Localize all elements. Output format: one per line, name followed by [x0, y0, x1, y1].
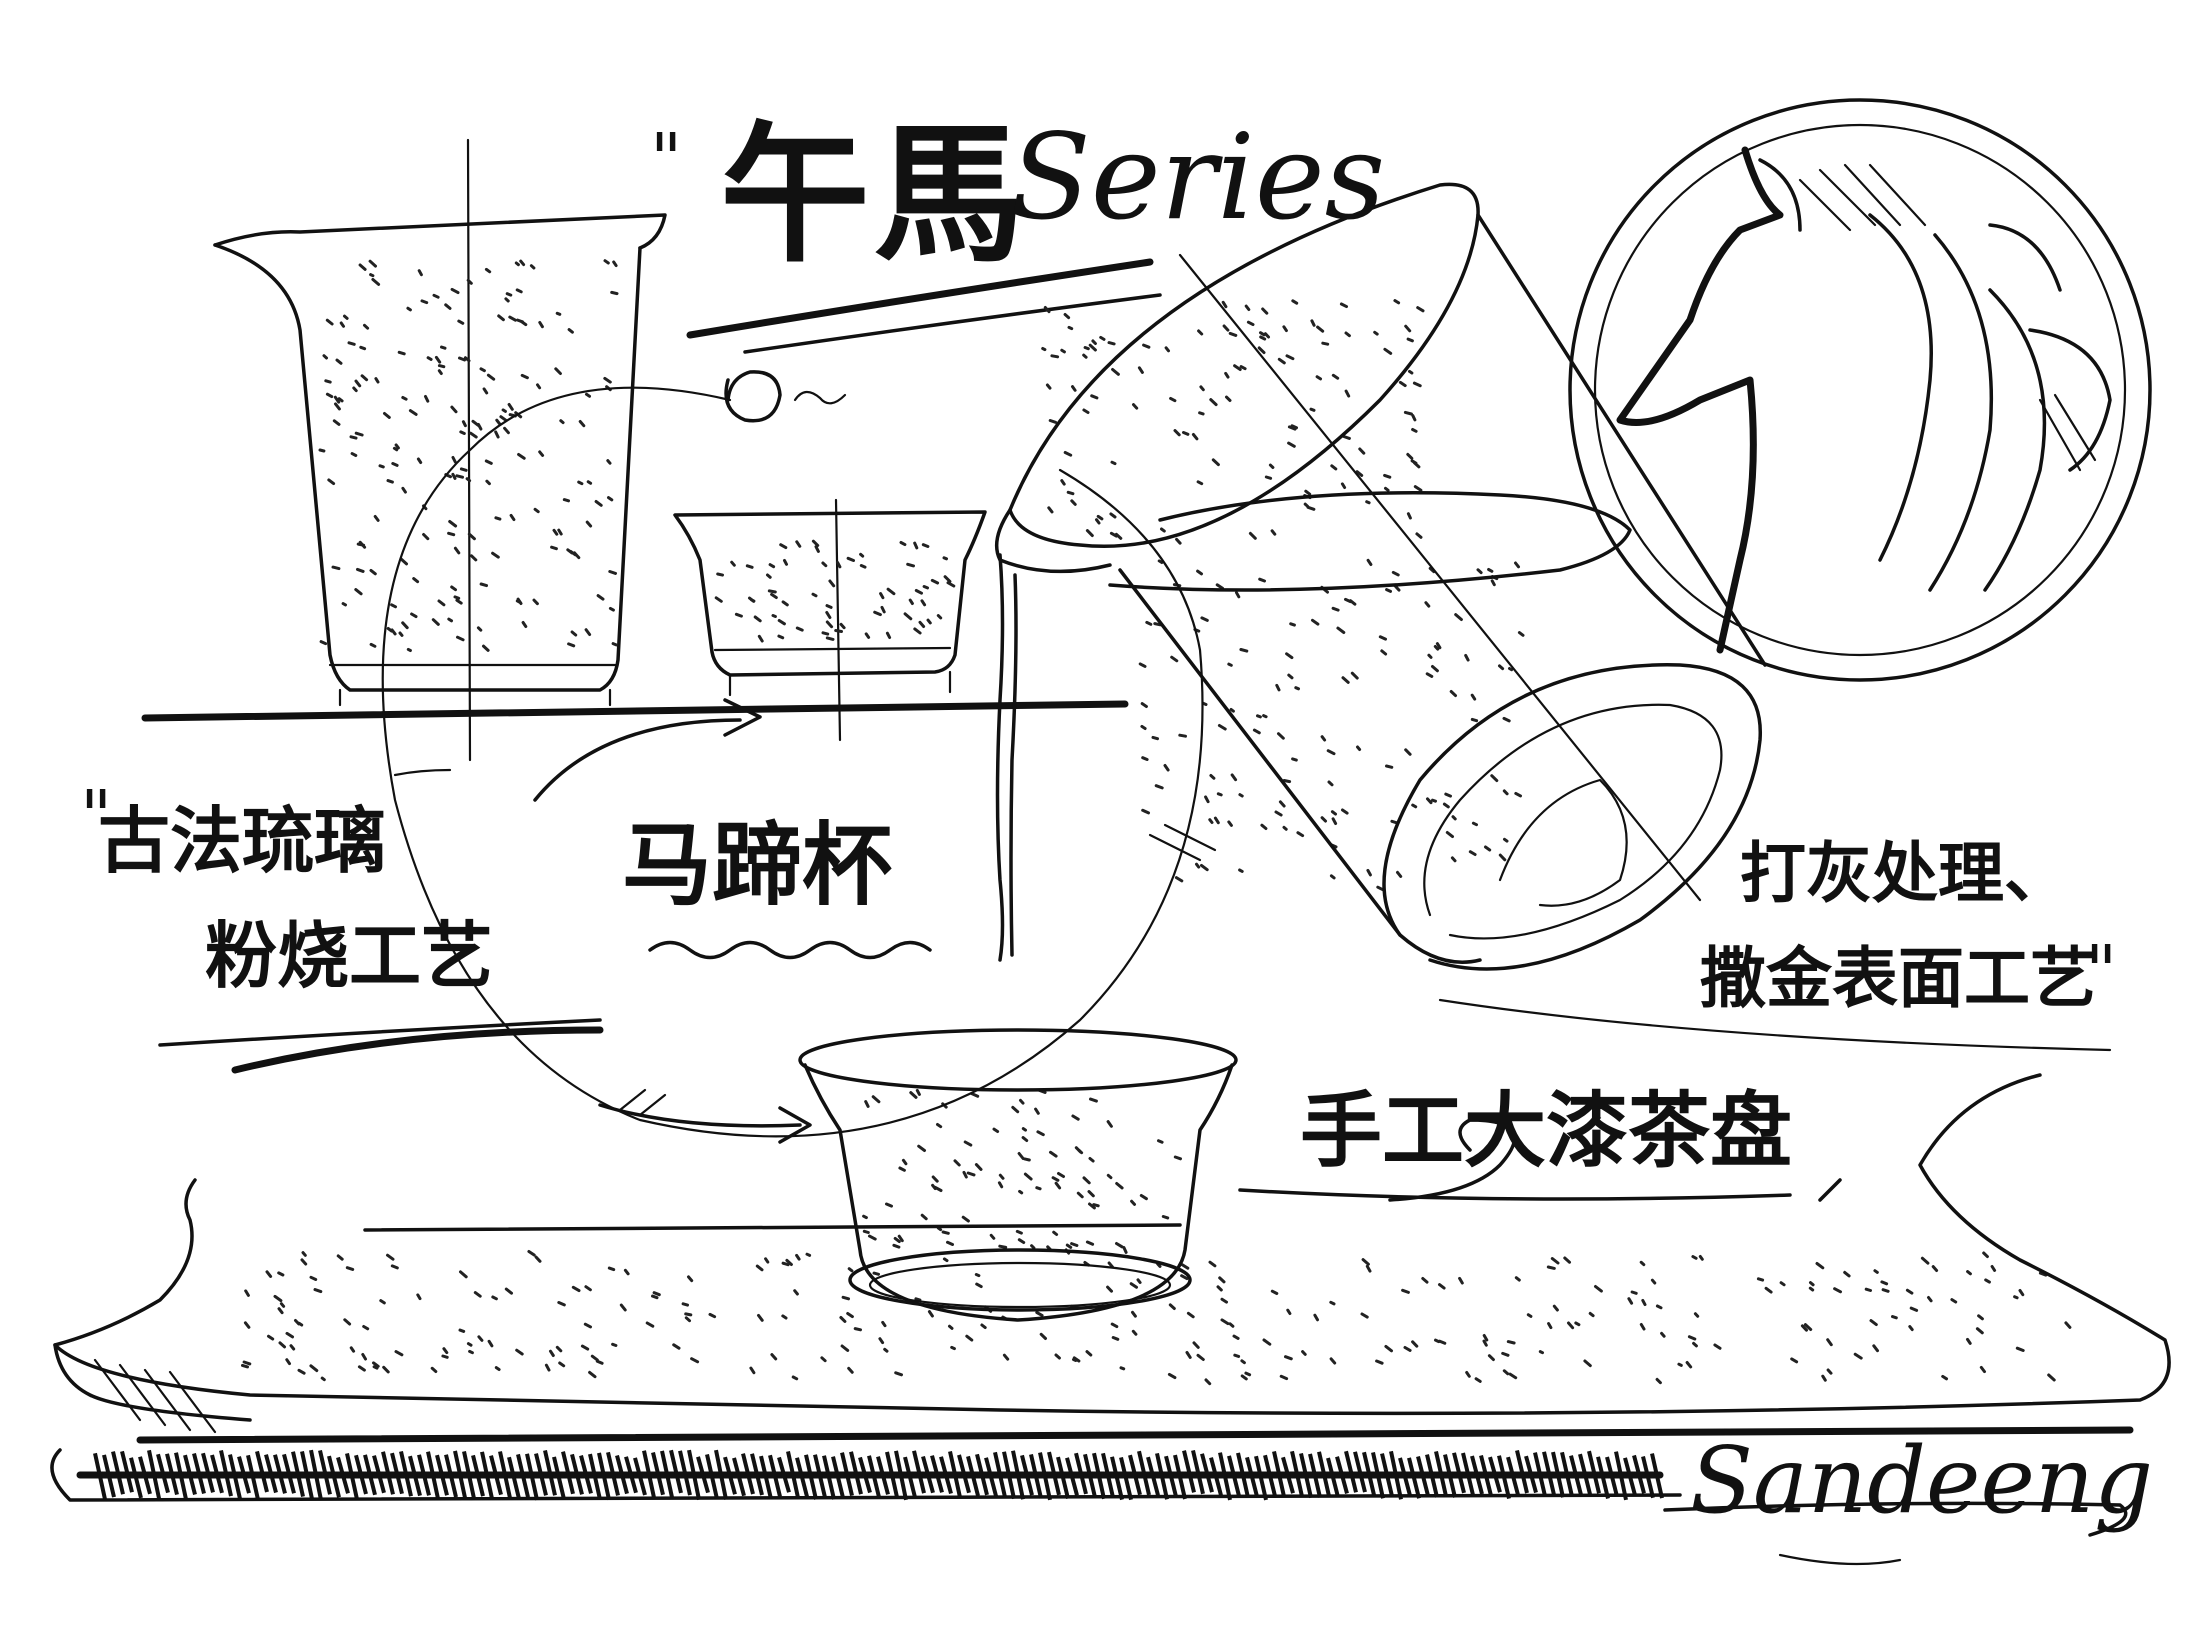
small-cup-on-shelf	[673, 498, 987, 742]
pouring-pitcher	[994, 182, 1767, 971]
title-series: Series	[1010, 108, 1386, 246]
cup-name-underline	[648, 940, 932, 960]
pitcher-process-line1: 打灰处理、	[1740, 834, 2070, 912]
title-chinese: 午馬	[720, 107, 1029, 283]
speckle-texture	[241, 259, 2072, 1386]
pour-stream	[995, 553, 1018, 962]
pitcher-process-line2: 撒金表面工艺	[1700, 939, 2096, 1017]
front-cup	[798, 1028, 1238, 1322]
signature: Sandeeng	[1690, 1427, 2154, 1534]
signature-flourish	[1663, 1501, 2128, 1566]
tray-base-hatching	[93, 1449, 1664, 1501]
title-underline	[686, 258, 1162, 354]
glass-process-line2: 粉烧工艺	[205, 913, 494, 998]
arrow-icon	[533, 698, 1842, 1202]
tray-name-label: 手工大漆茶盘	[1300, 1083, 1793, 1179]
horse-head-medallion-icon	[1568, 98, 2152, 682]
shelf-line	[141, 700, 1129, 722]
construction-circle	[381, 370, 1204, 1138]
glass-text-underline	[158, 768, 2112, 1074]
cup-name-label: 马蹄杯	[622, 812, 892, 918]
tall-glass-pitcher	[213, 138, 667, 762]
glass-process-line1: 古法琉璃	[98, 798, 387, 883]
